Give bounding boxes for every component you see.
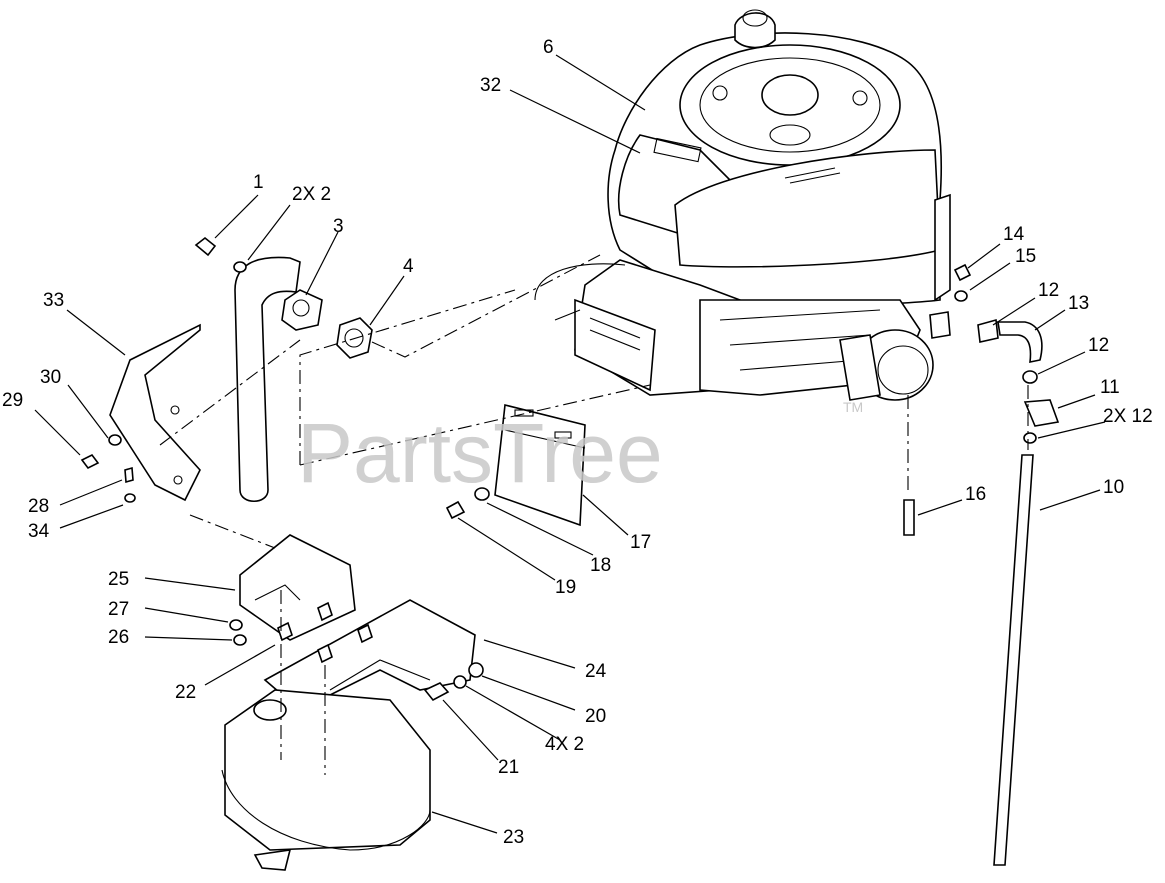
callout-label: 22 bbox=[175, 682, 196, 703]
callout-label: 18 bbox=[590, 555, 611, 576]
callout-label: 34 bbox=[28, 521, 50, 542]
callout-label: 32 bbox=[480, 75, 501, 96]
callout-label: 11 bbox=[1100, 377, 1120, 398]
callout-label: 23 bbox=[503, 827, 524, 848]
callout-label: 12 bbox=[1038, 280, 1059, 301]
engine-assembly bbox=[534, 9, 951, 401]
callout-label: 12 bbox=[1088, 335, 1109, 356]
callout-label: 30 bbox=[40, 367, 61, 388]
watermark-trademark: TM bbox=[843, 399, 863, 415]
callout-label: 14 bbox=[1003, 224, 1025, 245]
callout-label: 4 bbox=[403, 256, 414, 277]
callout-label: 29 bbox=[2, 390, 23, 411]
callout-label: 2X 12 bbox=[1103, 406, 1153, 427]
callout-label: 26 bbox=[108, 627, 129, 648]
callout-labels: 1 2X 2 3 4 6 32 33 30 29 28 34 25 27 26 … bbox=[2, 37, 1153, 848]
watermark-text: PartsTree bbox=[297, 406, 663, 500]
callout-label: 15 bbox=[1015, 246, 1036, 267]
callout-label: 33 bbox=[43, 290, 64, 311]
callout-label: 10 bbox=[1103, 477, 1124, 498]
callout-label: 24 bbox=[585, 661, 607, 682]
callout-label: 17 bbox=[630, 532, 651, 553]
muffler-brackets bbox=[229, 534, 484, 711]
callout-label: 21 bbox=[498, 757, 519, 778]
callout-label: 2X 2 bbox=[292, 184, 331, 205]
callout-label: 4X 2 bbox=[545, 734, 584, 755]
watermark: PartsTree TM bbox=[297, 399, 863, 500]
exhaust-pipe bbox=[194, 236, 373, 503]
assembly-lines bbox=[159, 254, 1029, 775]
callout-label: 27 bbox=[108, 599, 129, 620]
callout-label: 6 bbox=[543, 37, 554, 58]
callout-label: 20 bbox=[585, 706, 606, 727]
heat-shield bbox=[80, 323, 201, 503]
muffler bbox=[221, 689, 431, 871]
callout-label: 3 bbox=[333, 216, 344, 237]
callout-label: 13 bbox=[1068, 293, 1089, 314]
shield-plate bbox=[445, 404, 586, 527]
leader-lines bbox=[34, 54, 1106, 834]
callout-label: 28 bbox=[28, 496, 49, 517]
callout-label: 25 bbox=[108, 569, 129, 590]
callout-label: 1 bbox=[253, 172, 264, 193]
fuel-system-parts bbox=[903, 263, 1060, 866]
callout-label: 16 bbox=[965, 484, 986, 505]
callout-label: 19 bbox=[555, 577, 576, 598]
